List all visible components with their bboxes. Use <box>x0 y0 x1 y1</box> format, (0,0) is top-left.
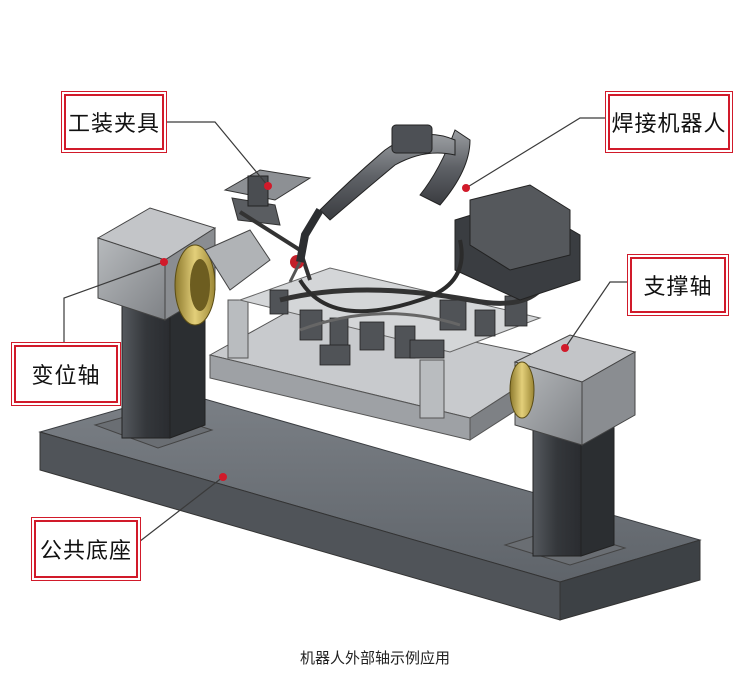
welding-robot-shape <box>288 124 581 314</box>
figure-caption: 机器人外部轴示例应用 <box>299 649 450 667</box>
callout-positioner-axis: 变位轴 <box>14 345 118 403</box>
callout-fixture: 工装夹具 <box>64 94 164 150</box>
right-pillar <box>503 417 627 566</box>
callout-support-axis-label: 支撑轴 <box>643 275 713 300</box>
callout-fixture-label: 工装夹具 <box>67 112 160 137</box>
callout-dots <box>160 182 569 481</box>
callout-support-axis: 支撑轴 <box>630 257 726 313</box>
right-tailstock <box>509 334 637 446</box>
callout-common-base: 公共底座 <box>34 520 138 578</box>
callout-welding-robot: 焊接机器人 <box>608 94 730 150</box>
left-headstock <box>96 207 271 326</box>
leader-lines <box>63 117 628 546</box>
callout-positioner-axis-label: 变位轴 <box>31 364 101 389</box>
callout-welding-robot-label: 焊接机器人 <box>611 112 727 137</box>
left-pillar <box>93 289 214 449</box>
callout-common-base-label: 公共底座 <box>39 539 132 564</box>
